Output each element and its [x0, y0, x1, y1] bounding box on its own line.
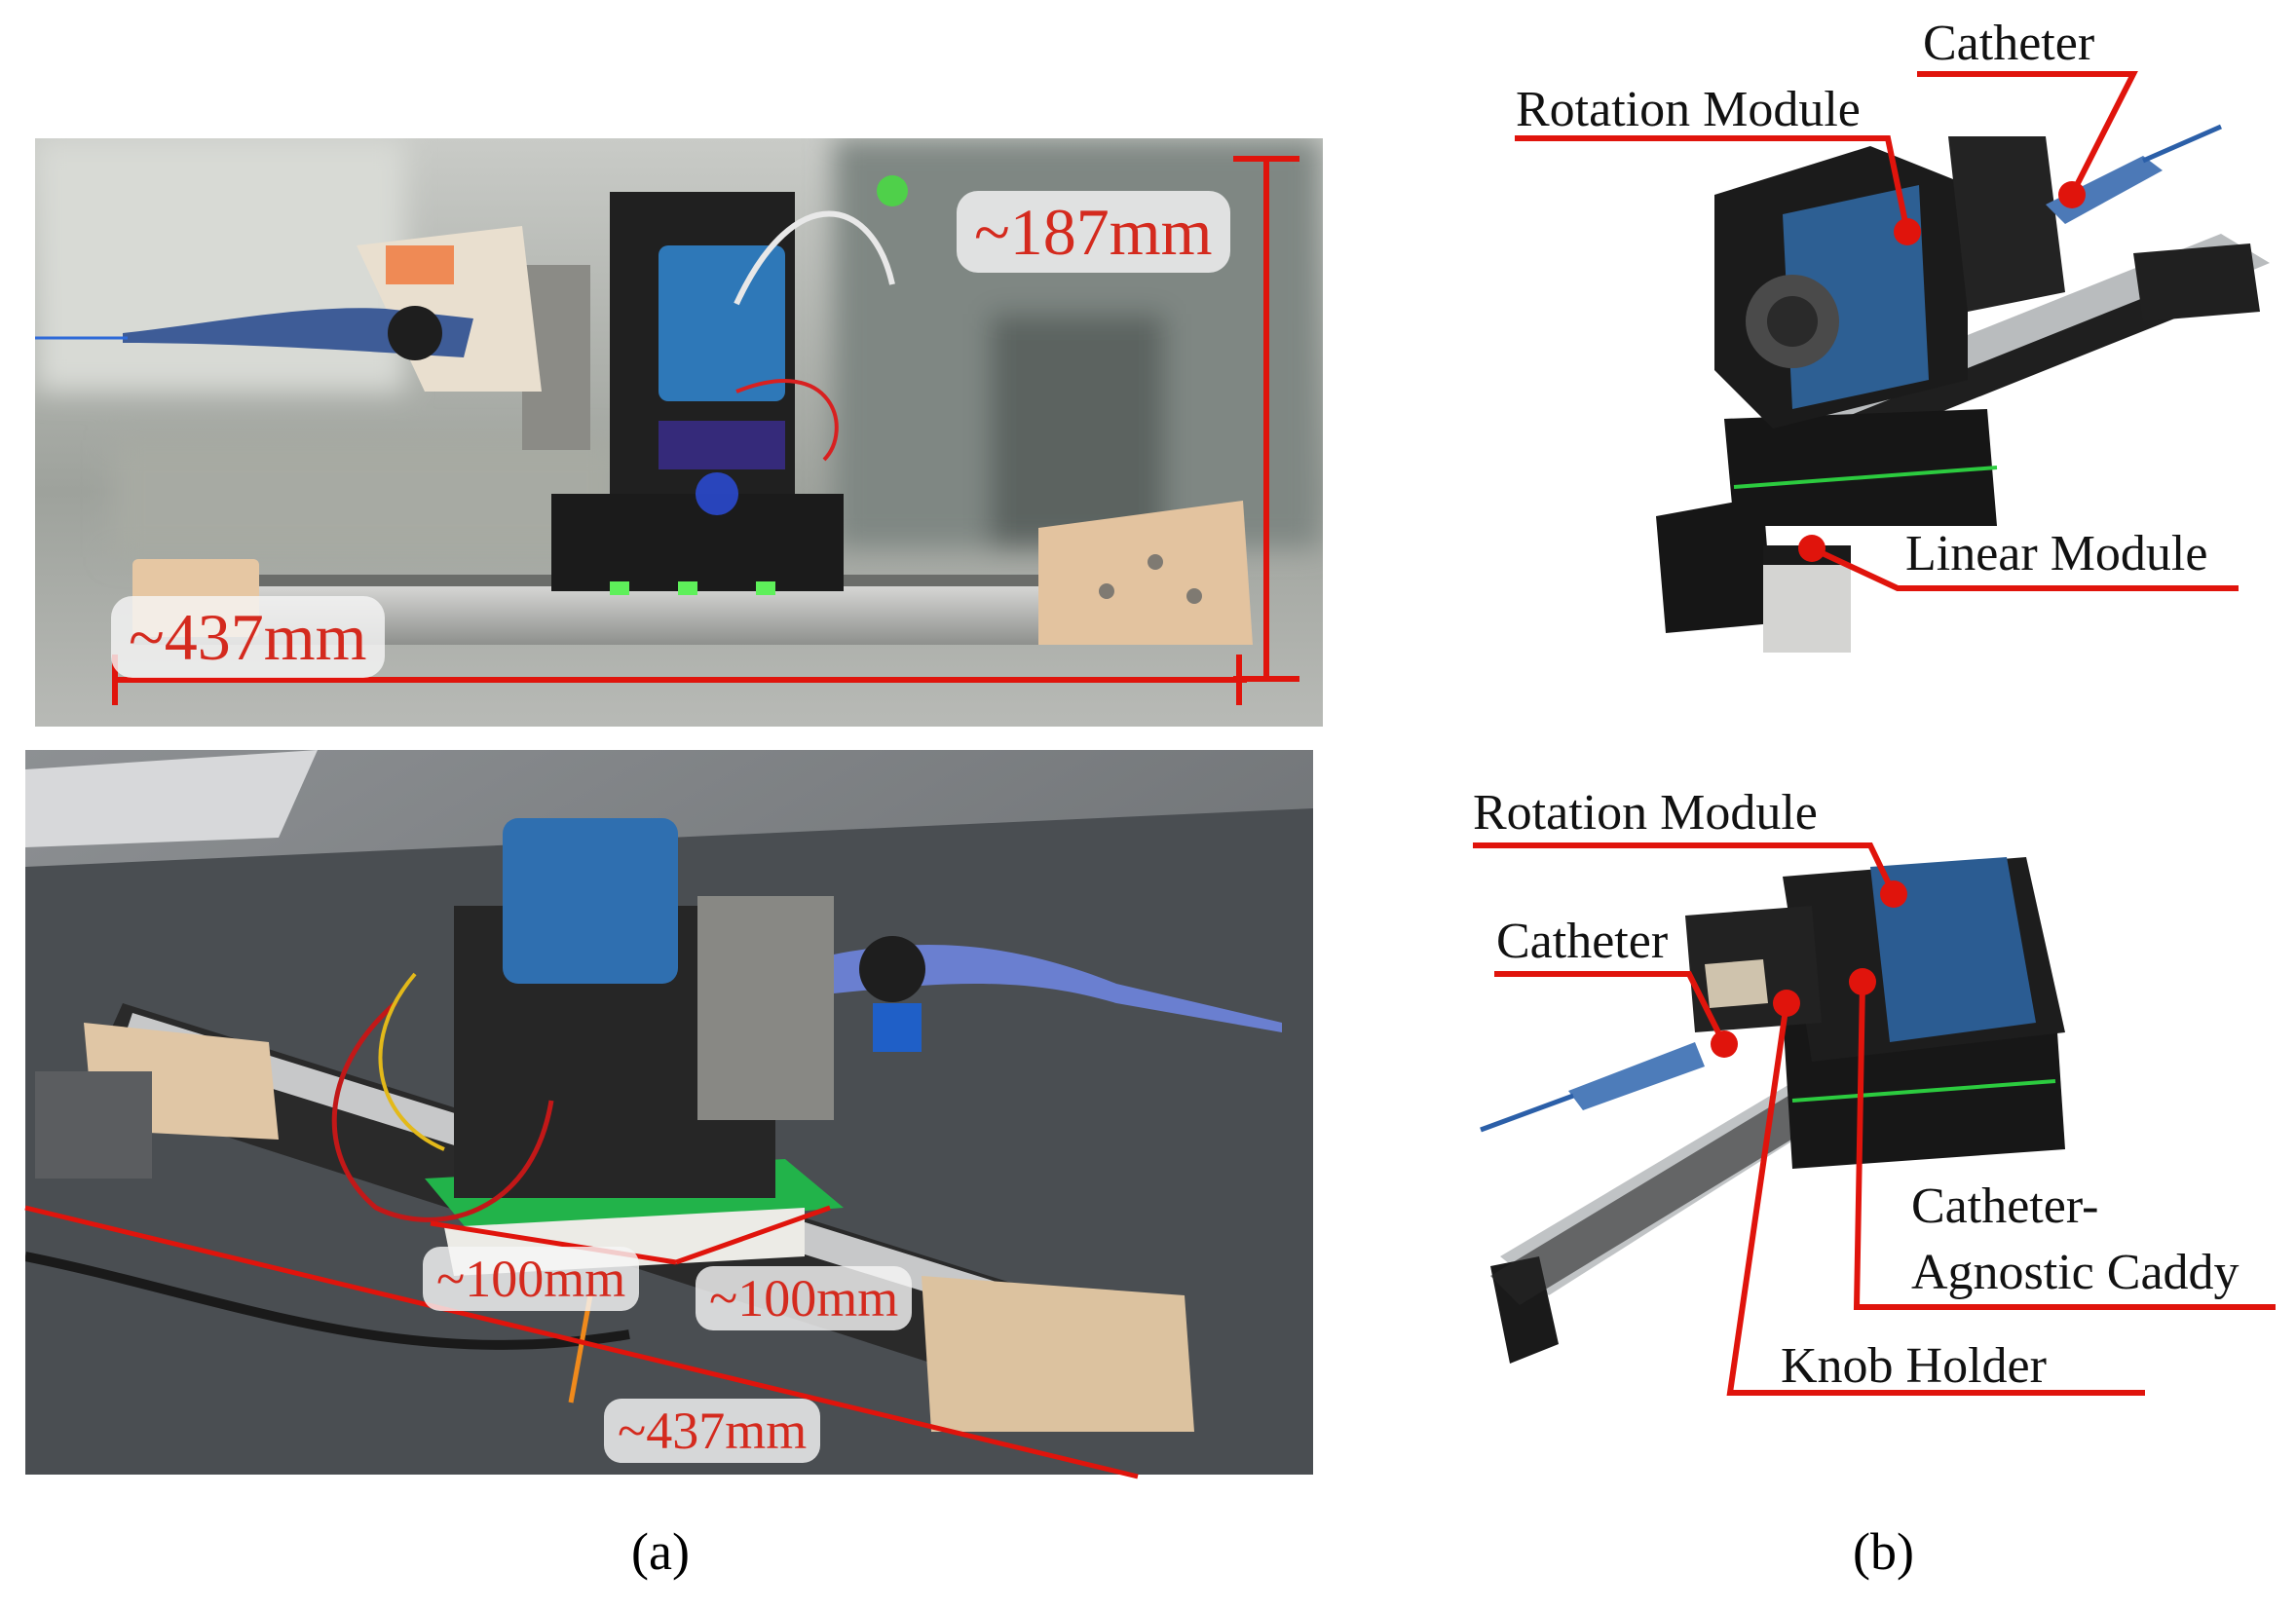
caption-a: (a) [631, 1522, 690, 1581]
bottom-render [1480, 857, 2065, 1364]
angled-length-line [24, 1205, 1139, 1479]
depth-label: ~100mm [696, 1266, 913, 1330]
caption-b: (b) [1853, 1522, 1914, 1581]
catheter-handle [123, 308, 473, 357]
angled-view-photo [25, 750, 1313, 1475]
callout-rotation-module-bottom: Rotation Module [1473, 785, 1818, 841]
top-render [1656, 124, 2270, 653]
carriage-base [551, 494, 844, 591]
linear-module [1656, 497, 1773, 633]
rotation-marker-top [1894, 218, 1921, 245]
catheter-marker-top [2058, 181, 2086, 208]
callout-rotation-module-top: Rotation Module [1516, 82, 1861, 137]
length-label-bottom: ~437mm [604, 1399, 821, 1463]
angled-view-illustration [25, 750, 1313, 1475]
angled-catheter-handle [834, 945, 1282, 1032]
rotation-marker-bottom [1880, 880, 1907, 908]
length-label-top: ~437mm [111, 596, 385, 678]
knob-holder-marker [1773, 990, 1800, 1017]
callout-caddy-line1: Catheter- [1911, 1179, 2099, 1234]
callout-knob-holder: Knob Holder [1781, 1338, 2047, 1394]
callout-linear-module: Linear Module [1905, 526, 2208, 581]
height-label: ~187mm [957, 191, 1230, 273]
width-label: ~100mm [423, 1247, 640, 1311]
catheter-marker-bottom [1711, 1030, 1738, 1058]
callout-catheter-top: Catheter [1923, 16, 2095, 71]
callout-catheter-bottom: Catheter [1496, 914, 1669, 969]
bottom-catheter [1568, 1042, 1705, 1110]
depth-dimension-line [675, 1205, 831, 1265]
caddy-marker [1849, 968, 1876, 995]
right-end-bracket [1038, 501, 1253, 645]
callout-caddy-line2: Agnostic Caddy [1911, 1245, 2240, 1300]
linear-marker-top [1798, 535, 1826, 562]
